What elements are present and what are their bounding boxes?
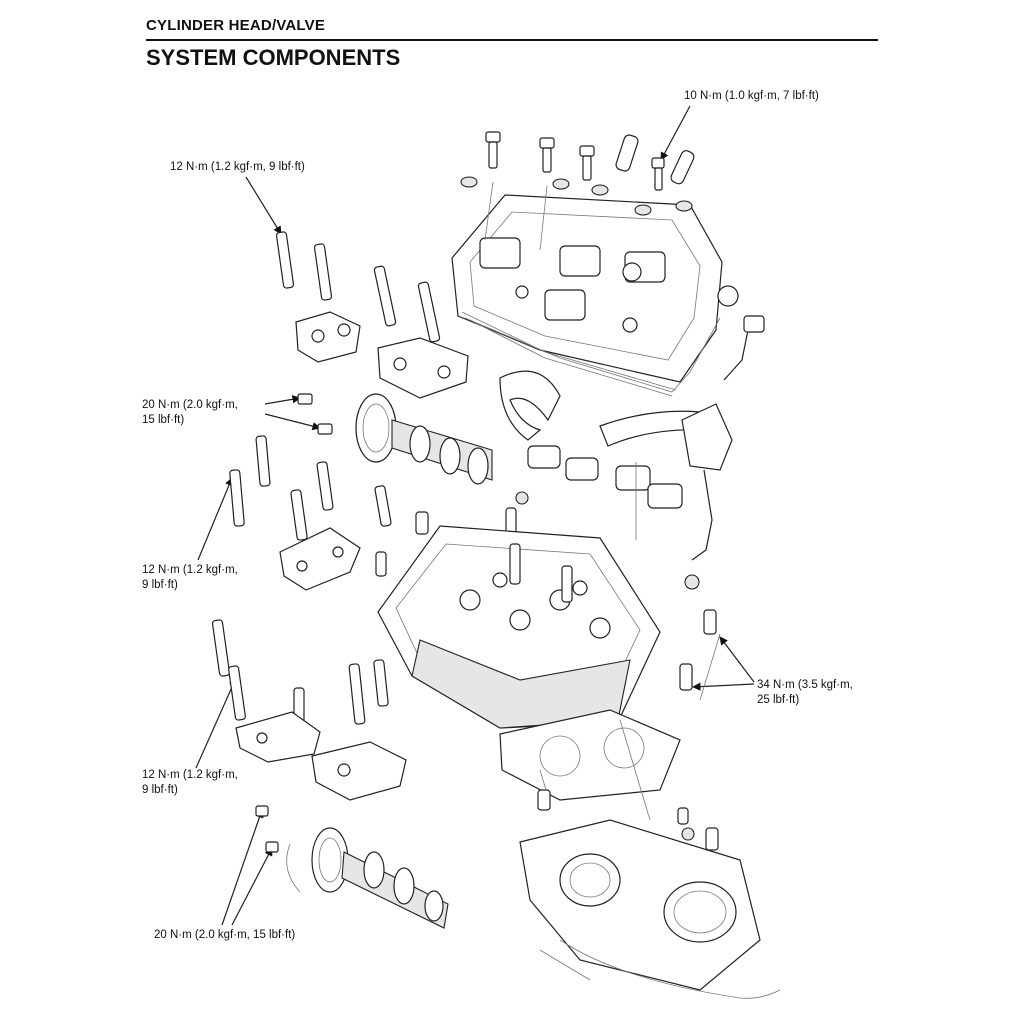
section-title: CYLINDER HEAD/VALVE — [146, 17, 326, 34]
head-bolts — [679, 609, 717, 691]
header-rule — [146, 39, 878, 41]
torque-label-holder-bolts-low: 12 N·m (1.2 kgf·m, 9 lbf·ft) — [142, 769, 238, 796]
page-title: SYSTEM COMPONENTS — [146, 45, 401, 70]
cover-gasket — [464, 317, 721, 393]
torque-label-holder-bolts-mid: 12 N·m (1.2 kgf·m, 9 lbf·ft) — [142, 564, 238, 591]
cylinder-block — [519, 789, 781, 999]
air-injection-parts — [499, 315, 765, 590]
cylinder-head-cover — [451, 194, 739, 397]
leader-arrows — [195, 105, 755, 926]
camshaft-holder-top-right — [373, 265, 469, 399]
camshaft-holder-top-left — [275, 231, 361, 363]
camshaft-lower — [255, 805, 449, 929]
cylinder-head — [377, 525, 661, 729]
torque-label-head-bolts: 34 N·m (3.5 kgf·m, 25 lbf·ft) — [757, 679, 853, 706]
guide-lines — [484, 181, 721, 821]
cover-bolts — [460, 131, 695, 216]
spark-plugs — [374, 485, 517, 535]
torque-label-sprocket-bolts-top: 20 N·m (2.0 kgf·m, 15 lbf·ft) — [142, 399, 238, 426]
torque-label-sprocket-bolts-low: 20 N·m (2.0 kgf·m, 15 lbf·ft) — [154, 929, 296, 941]
torque-label-cover-bolts: 10 N·m (1.0 kgf·m, 7 lbf·ft) — [684, 90, 819, 102]
camshaft-holder-mid — [229, 435, 387, 591]
torque-label-holder-bolts-top: 12 N·m (1.2 kgf·m, 9 lbf·ft) — [170, 161, 305, 173]
head-gasket — [499, 709, 681, 801]
camshaft-upper — [297, 393, 493, 485]
camshaft-holder-low — [211, 619, 407, 801]
